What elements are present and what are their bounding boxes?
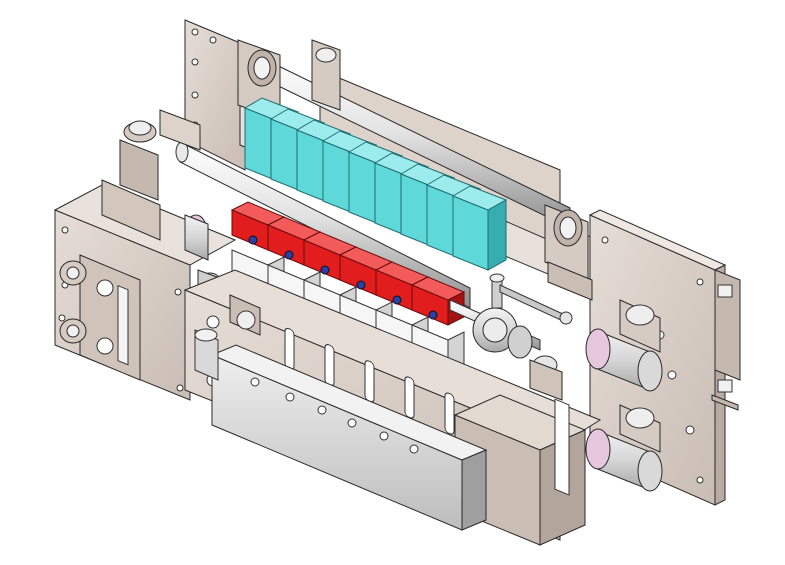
front-steel-bar	[210, 344, 488, 531]
ball-valve	[449, 273, 573, 359]
lower-frame-slots	[284, 327, 455, 435]
front-left-knob	[194, 328, 219, 381]
bearing-pillar	[184, 214, 209, 261]
cyan-block	[451, 185, 508, 271]
bearing-pillar	[585, 404, 663, 492]
rod-bracket-right	[544, 204, 593, 301]
left-slide-bracket	[59, 254, 141, 381]
rod-bracket-left	[237, 39, 341, 121]
bearing-pillar	[585, 299, 663, 392]
left-knob-pillar	[119, 109, 201, 201]
cyan-block-row	[243, 97, 508, 271]
right-corner-posts	[711, 269, 741, 411]
